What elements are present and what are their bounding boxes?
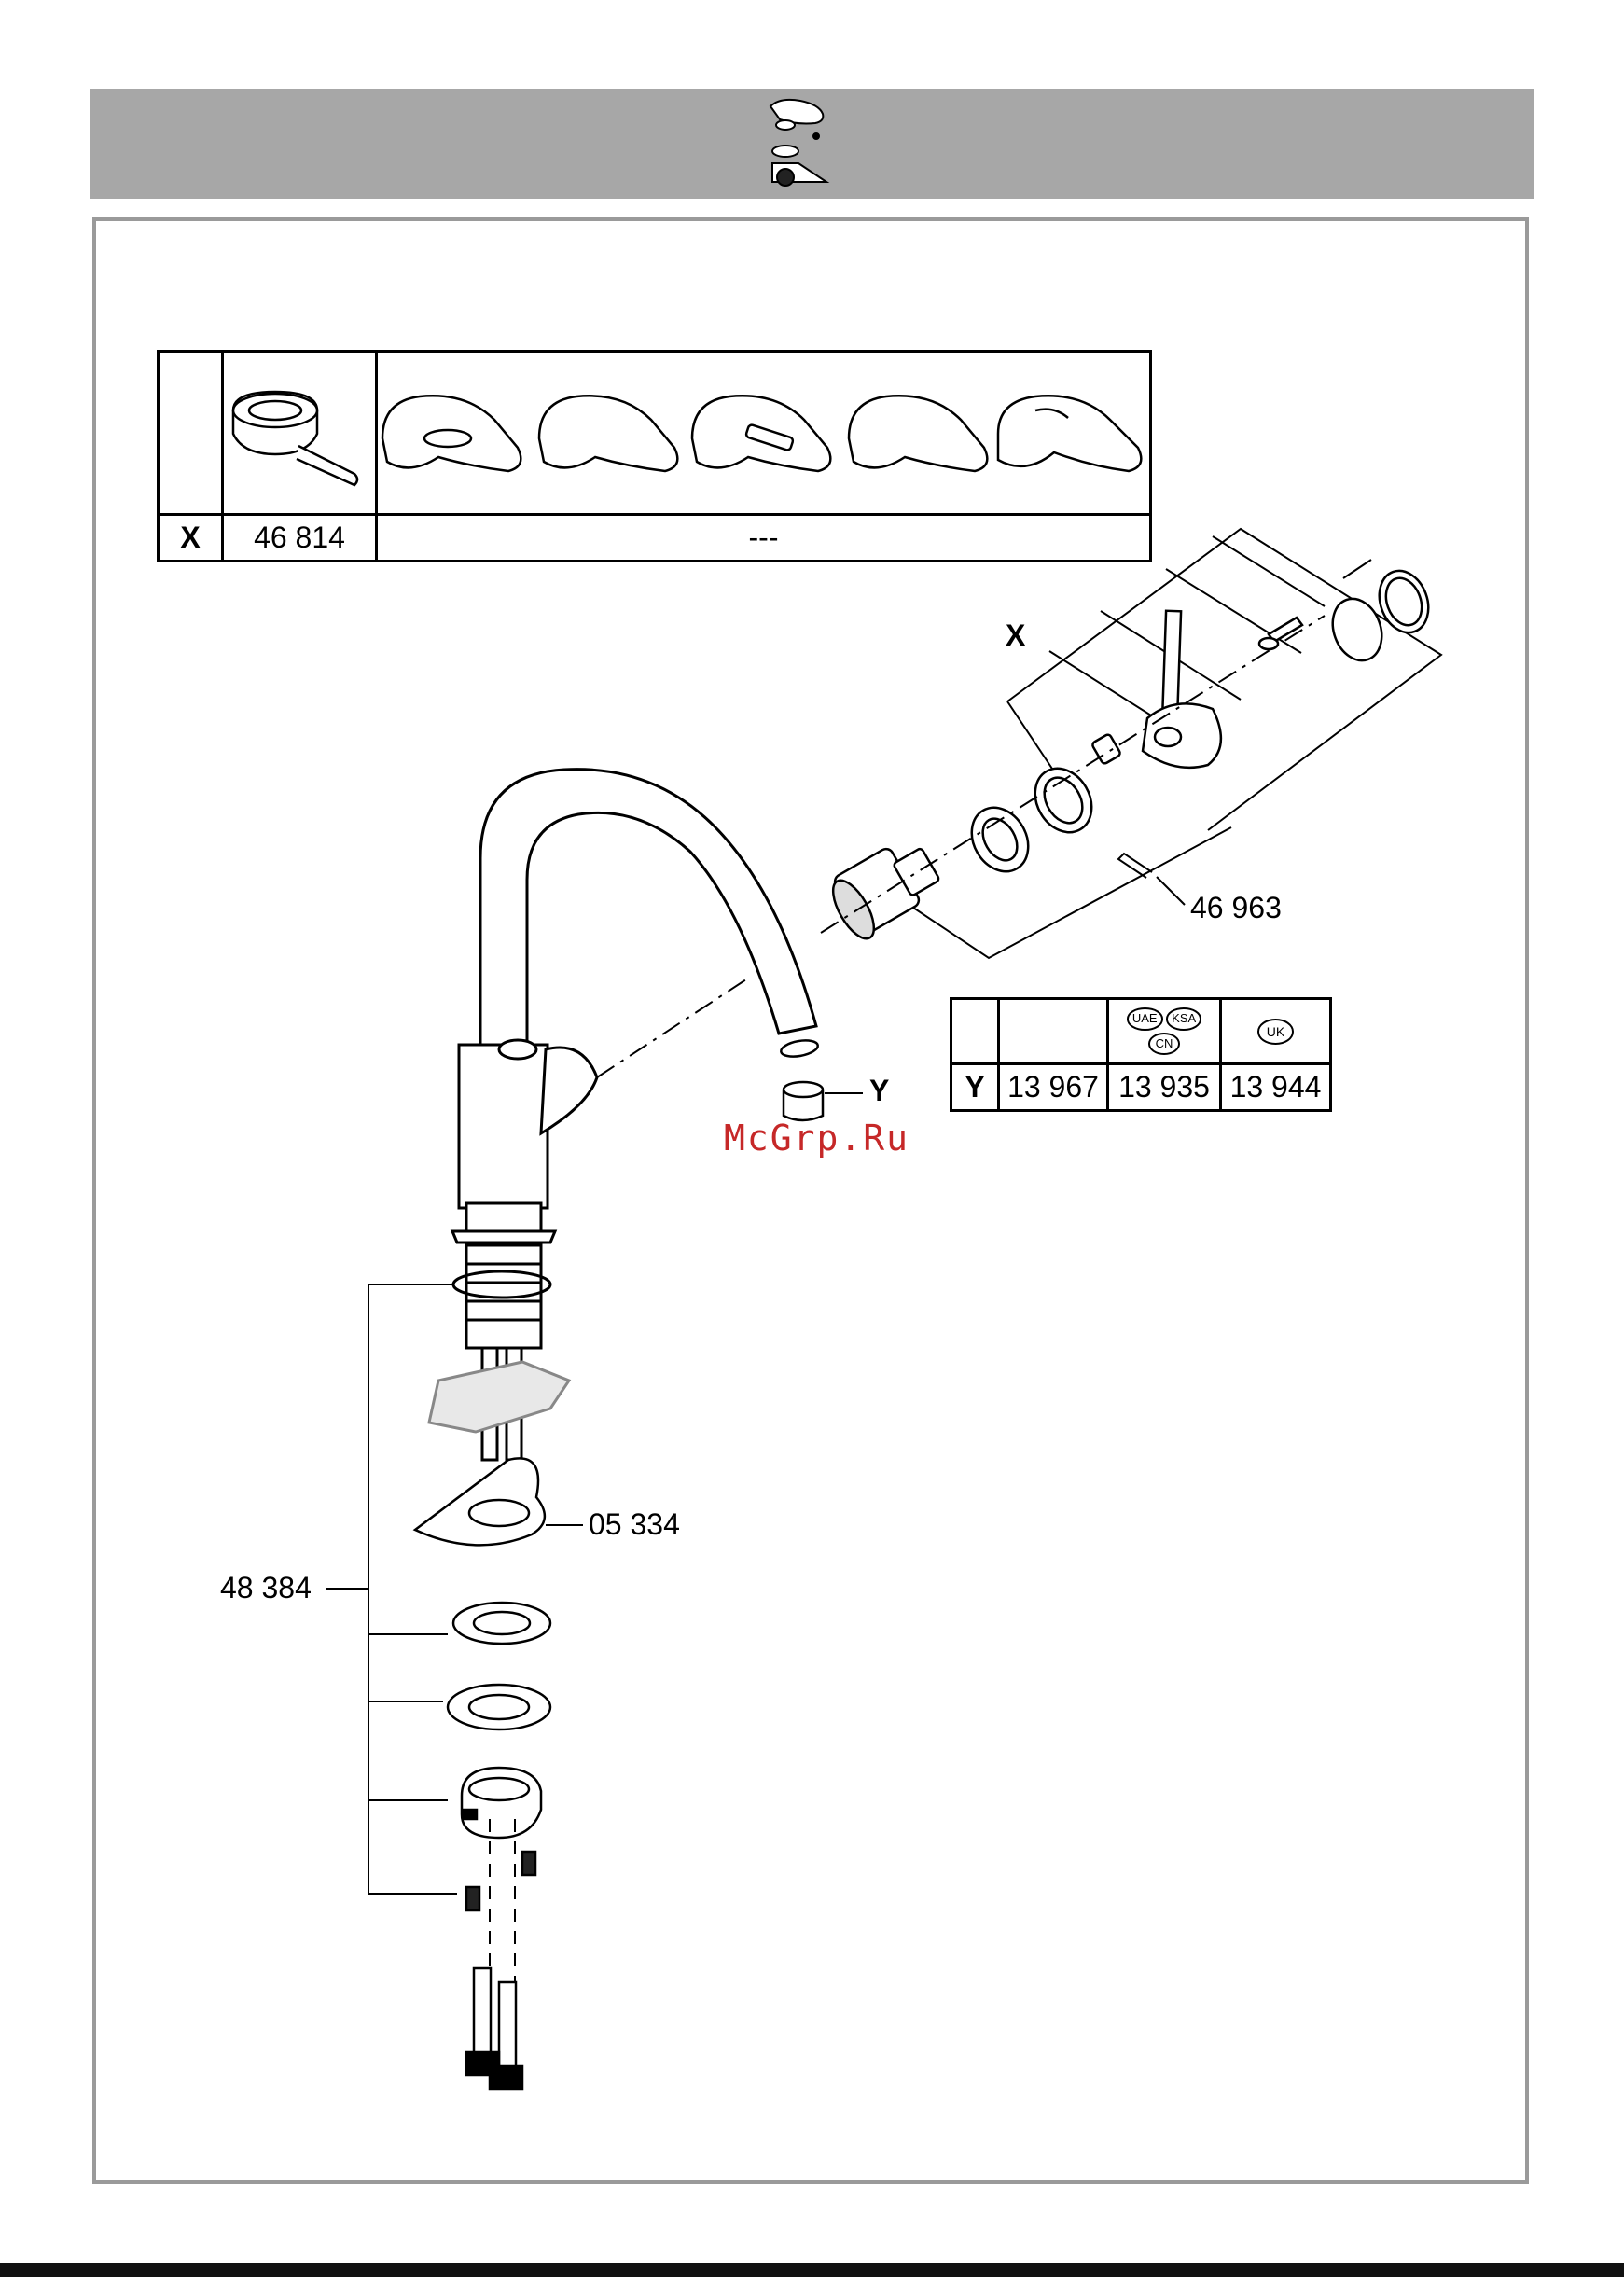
callout-y: Y: [869, 1076, 889, 1105]
callout-bracket: 05 334: [589, 1509, 680, 1539]
aerator-table-corner: [951, 999, 999, 1064]
aerator-default-region: [999, 999, 1108, 1064]
aerator-region-group-a: UAE KSA CN: [1108, 999, 1221, 1064]
aerator-value-uk: 13 944: [1221, 1064, 1331, 1111]
handle-table-levers-cell: [377, 352, 1151, 515]
aerator-region-group-b: UK: [1221, 999, 1331, 1064]
handle-row-label: X: [159, 515, 223, 562]
handle-table-cartridge-cell: [223, 352, 377, 515]
lever-cartridge-icon: [770, 100, 826, 186]
handle-table: X 46 814 ---: [157, 350, 1152, 562]
region-uae-badge: UAE: [1127, 1007, 1163, 1030]
aerator-row-label: Y: [951, 1064, 999, 1111]
callout-mounting-set: 48 384: [220, 1573, 312, 1603]
watermark: McGrp.Ru: [724, 1118, 909, 1159]
aerator-value-uae-ksa-cn: 13 935: [1108, 1064, 1221, 1111]
handle-part-number: 46 814: [223, 515, 377, 562]
aerator-table: UAE KSA CN UK Y 13 967 13 935 13 944: [950, 997, 1332, 1112]
handle-table-corner: [159, 352, 223, 515]
region-uk-badge: UK: [1257, 1019, 1294, 1045]
aerator-value-default: 13 967: [999, 1064, 1108, 1111]
region-ksa-badge: KSA: [1166, 1007, 1201, 1030]
handle-other-value: ---: [377, 515, 1151, 562]
callout-x: X: [1006, 620, 1025, 650]
region-cn-badge: CN: [1148, 1033, 1181, 1055]
footer-bar: [0, 2263, 1624, 2277]
callout-cartridge-set: 46 963: [1190, 893, 1282, 923]
